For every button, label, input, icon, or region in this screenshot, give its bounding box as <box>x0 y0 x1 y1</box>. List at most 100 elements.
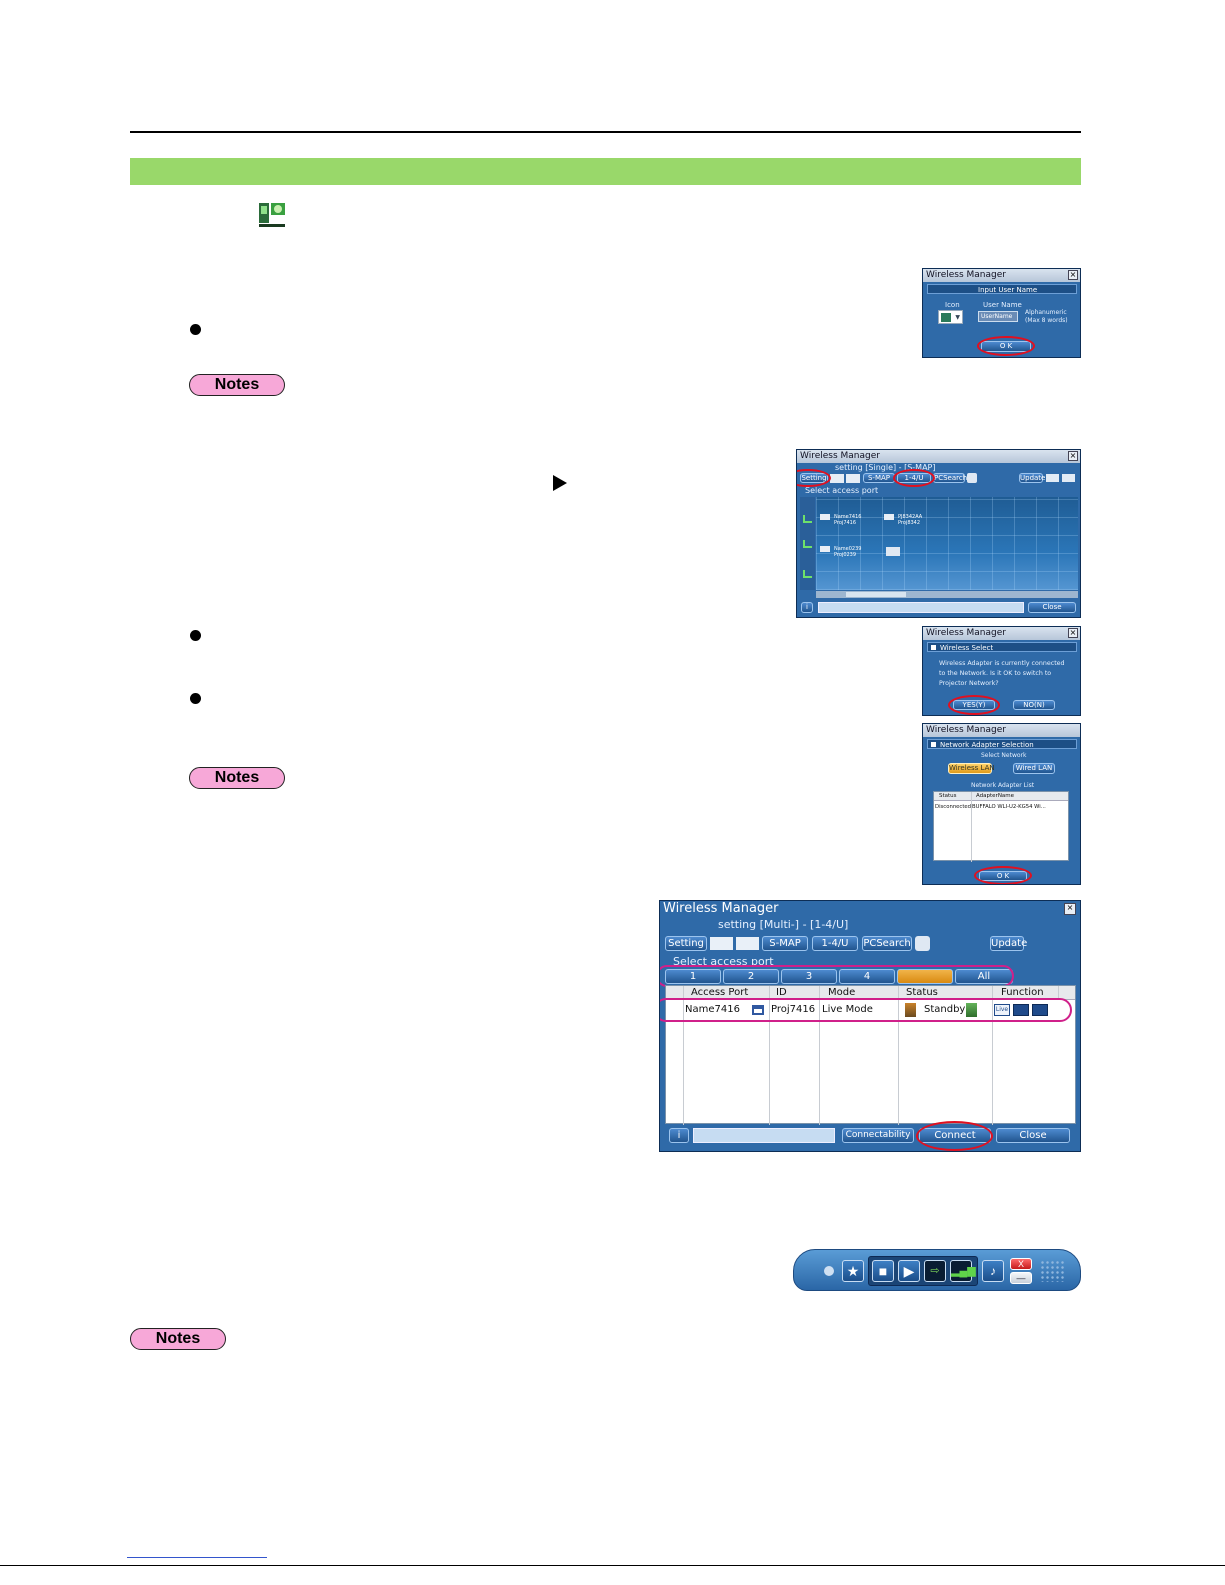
setting-button[interactable]: Setting <box>665 936 707 951</box>
table-row[interactable]: Name7416 Proj7416 Live Mode Standby Live <box>666 1003 1075 1017</box>
user-name-hint: Alphanumeric (Max 8 words) <box>1025 309 1068 324</box>
footer-link-underline <box>127 1557 267 1558</box>
presenter-icon <box>905 1003 916 1017</box>
column-id: ID <box>776 987 787 998</box>
window-titlebar: Wireless Manager × <box>797 450 1080 463</box>
dialog-heading-bar: Wireless Select <box>927 642 1077 652</box>
adapter-row[interactable]: Disconnected BUFFALO WLI-U2-KG54 Wi... <box>934 803 1058 811</box>
stop-icon[interactable]: ■ <box>872 1260 894 1282</box>
bullet <box>190 630 201 641</box>
port-tab-4[interactable]: 4 <box>839 969 895 984</box>
horizontal-scrollbar[interactable] <box>816 591 1078 598</box>
signal-icon[interactable]: ▂▄▆ <box>950 1260 976 1282</box>
status-field <box>693 1128 835 1143</box>
update-button[interactable]: Update <box>1019 473 1046 483</box>
wireless-lan-button[interactable]: Wireless LAN <box>948 763 995 774</box>
port-tab-2[interactable]: 2 <box>723 969 779 984</box>
icon-select[interactable]: ▼ <box>938 310 963 324</box>
adapter-name: BUFFALO WLI-U2-KG54 Wi... <box>972 804 1046 810</box>
play-icon[interactable]: ▶ <box>898 1260 920 1282</box>
port-tab-3[interactable]: 3 <box>781 969 837 984</box>
window-title: Wireless Manager <box>926 725 1006 735</box>
no-button[interactable]: NO(N) <box>1013 700 1055 710</box>
search-icon[interactable] <box>915 936 930 951</box>
wireless-select-dialog: Wireless Manager × Wireless Select Wirel… <box>922 626 1081 716</box>
close-icon[interactable]: × <box>1064 903 1076 915</box>
adapter-select-dialog: Wireless Manager Network Adapter Selecti… <box>922 723 1081 885</box>
multi-display-icon[interactable] <box>1013 1004 1029 1016</box>
user-name-input[interactable]: UserName <box>978 311 1018 322</box>
toolbar-close-button[interactable]: X <box>1010 1258 1032 1270</box>
range-button[interactable]: 1-4/U <box>812 936 858 951</box>
mode-title: setting [Single] - [S-MAP] <box>835 463 936 472</box>
expand-icon[interactable] <box>824 1266 834 1276</box>
column-divider <box>971 792 972 862</box>
projector-icon[interactable] <box>710 937 733 950</box>
grid-view-icon[interactable] <box>1046 474 1059 482</box>
network-icon <box>752 1005 764 1015</box>
star-icon[interactable]: ★ <box>842 1260 864 1282</box>
access-port-table[interactable]: Access Port ID Mode Status Function Name… <box>665 985 1076 1125</box>
highlight-ring <box>893 469 935 487</box>
smap-button[interactable]: S-MAP <box>762 936 808 951</box>
column-divider <box>992 986 993 1125</box>
select-network-label: Select Network <box>981 752 1027 759</box>
projector-icon[interactable] <box>830 474 844 483</box>
column-function: Function <box>1001 987 1044 998</box>
smap-window: Wireless Manager × setting [Single] - [S… <box>796 449 1081 618</box>
update-button[interactable]: Update <box>990 936 1028 951</box>
list-view-icon[interactable] <box>1062 474 1075 482</box>
close-icon[interactable]: × <box>1068 270 1078 280</box>
adapter-list[interactable]: Status AdapterName Disconnected BUFFALO … <box>933 791 1069 862</box>
search-icon[interactable] <box>967 473 977 483</box>
chevron-down-icon: ▼ <box>955 314 960 321</box>
projector-network-icon[interactable] <box>736 937 759 950</box>
close-icon[interactable]: × <box>1068 451 1078 461</box>
select-access-port-label: Select access port <box>673 955 774 968</box>
column-adapter-name: AdapterName <box>976 793 1015 799</box>
notes-badge: Notes <box>189 767 285 789</box>
signal-icon <box>803 540 812 548</box>
projector-network-icon[interactable] <box>846 474 860 483</box>
live-button[interactable]: Live <box>994 1004 1010 1016</box>
port-tab-1[interactable]: 1 <box>665 969 721 984</box>
dialog-heading: Input User Name <box>978 286 1038 294</box>
highlight-ring <box>977 336 1035 356</box>
grip-icon[interactable] <box>1040 1260 1066 1282</box>
close-icon[interactable]: × <box>1068 628 1078 638</box>
connectability-button[interactable]: Connectability <box>842 1128 914 1143</box>
projector-connect-icon[interactable]: ⇨ <box>924 1260 946 1282</box>
heading-checkbox-icon <box>931 645 936 650</box>
bullet <box>190 693 201 704</box>
volume-icon[interactable]: ♪ <box>982 1260 1004 1282</box>
close-button[interactable]: Close <box>1028 602 1076 613</box>
window-titlebar: Wireless Manager <box>923 724 1080 737</box>
column-access-port: Access Port <box>691 987 749 998</box>
signal-icon <box>803 515 812 523</box>
wired-lan-button[interactable]: Wired LAN <box>1013 763 1055 774</box>
port-tab-u[interactable] <box>897 969 953 984</box>
scrollbar-thumb[interactable] <box>846 592 906 597</box>
select-access-port-label: Select access port <box>805 486 879 495</box>
save-icon[interactable] <box>1032 1004 1048 1016</box>
bottom-rule <box>0 1565 1225 1566</box>
pc-icon[interactable] <box>886 547 900 556</box>
close-button[interactable]: Close <box>996 1128 1070 1143</box>
info-button[interactable]: i <box>669 1128 689 1143</box>
column-status: Status <box>939 793 957 799</box>
highlight-ring <box>974 866 1032 884</box>
info-button[interactable]: i <box>801 602 813 613</box>
toolbar-minimize-button[interactable]: — <box>1010 1272 1032 1284</box>
highlight-ring <box>660 965 1014 987</box>
notes-badge: Notes <box>189 374 285 396</box>
icon-label: Icon <box>945 301 960 309</box>
pcsearch-button[interactable]: PCSearch <box>862 936 912 951</box>
window-title: Wireless Manager <box>926 270 1006 280</box>
smap-button[interactable]: S-MAP <box>863 473 895 483</box>
pcsearch-button[interactable]: PCSearch <box>933 473 968 483</box>
port-tabs: 1 2 3 4 All <box>665 969 1015 984</box>
